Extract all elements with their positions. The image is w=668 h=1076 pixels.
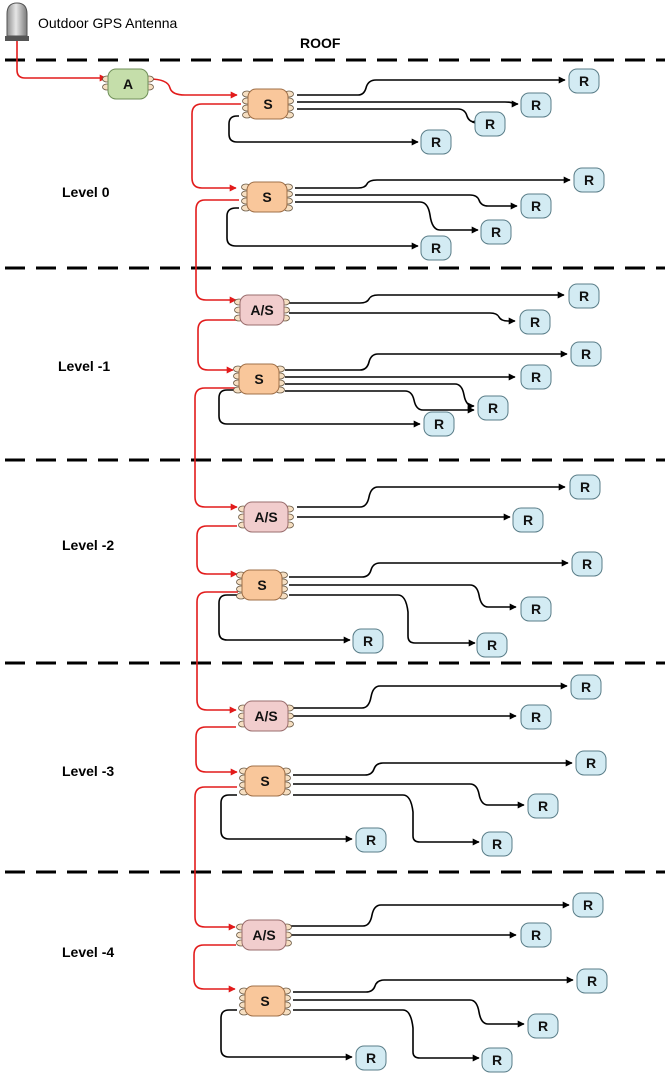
receiver-node: R	[520, 92, 552, 118]
receiver-node: R	[527, 793, 559, 819]
receiver-node-label: R	[538, 1018, 548, 1034]
receiver-node-label: R	[434, 416, 444, 432]
receiver-node-label: R	[530, 314, 540, 330]
receiver-node-label: R	[531, 369, 541, 385]
receiver-node: R	[481, 831, 513, 857]
receiver-node: R	[568, 283, 600, 309]
level-label: Level -4	[62, 944, 114, 960]
level-label: Level -1	[58, 358, 110, 374]
receiver-node: R	[568, 68, 600, 94]
level-label: Level 0	[62, 184, 110, 200]
splitter-node-label: S	[263, 96, 272, 112]
receiver-node: R	[420, 235, 452, 261]
receiver-node-label: R	[531, 198, 541, 214]
receiver-node: R	[571, 551, 603, 577]
receiver-node: R	[423, 411, 455, 437]
receiver-node-label: R	[485, 116, 495, 132]
receiver-node: R	[476, 632, 508, 658]
receiver-node: R	[355, 1045, 387, 1071]
receiver-node: R	[477, 395, 509, 421]
receiver-node-label: R	[488, 400, 498, 416]
amp-splitter-node: A/S	[236, 919, 292, 951]
splitter-node-label: S	[260, 993, 269, 1009]
nodes: A S R R R R S R R R R A/S R R S R R R R A/S R R S R R R R A/S R R S R R R…	[102, 68, 608, 1073]
amplifier-node: A	[102, 68, 154, 100]
receiver-node: R	[573, 167, 605, 193]
receiver-node-label: R	[579, 73, 589, 89]
receiver-node: R	[512, 507, 544, 533]
receiver-node-label: R	[431, 134, 441, 150]
receiver-node: R	[355, 827, 387, 853]
receiver-node-label: R	[583, 897, 593, 913]
splitter-node: S	[233, 363, 285, 395]
distribution-lines	[218, 76, 574, 1062]
amp-splitter-node: A/S	[234, 294, 290, 326]
receiver-node-label: R	[431, 240, 441, 256]
signal-backbone	[16, 41, 241, 993]
receiver-node-label: R	[581, 346, 591, 362]
receiver-node-label: R	[487, 637, 497, 653]
receiver-node: R	[527, 1013, 559, 1039]
splitter-node-label: S	[260, 773, 269, 789]
roof-label: ROOF	[300, 35, 341, 51]
receiver-node-label: R	[492, 1052, 502, 1068]
receiver-node: R	[569, 474, 601, 500]
receiver-node-label: R	[363, 633, 373, 649]
antenna-label: Outdoor GPS Antenna	[38, 15, 178, 31]
receiver-node-label: R	[538, 798, 548, 814]
receiver-node: R	[480, 219, 512, 245]
receiver-node: R	[570, 674, 602, 700]
amp-splitter-node-label: A/S	[250, 302, 273, 318]
splitter-node-label: S	[262, 189, 271, 205]
splitter-node: S	[241, 181, 293, 213]
amp-splitter-node-label: A/S	[252, 927, 275, 943]
receiver-node-label: R	[531, 709, 541, 725]
splitter-node: S	[239, 765, 291, 797]
receiver-node-label: R	[531, 927, 541, 943]
amp-splitter-node-label: A/S	[254, 509, 277, 525]
receiver-node: R	[520, 922, 552, 948]
receiver-node: R	[352, 628, 384, 654]
receiver-node: R	[576, 968, 608, 994]
receiver-node-label: R	[491, 224, 501, 240]
receiver-node: R	[520, 193, 552, 219]
splitter-node: S	[239, 985, 291, 1017]
receiver-node: R	[420, 129, 452, 155]
splitter-node-label: S	[257, 577, 266, 593]
receiver-node-label: R	[531, 601, 541, 617]
receiver-node: R	[572, 892, 604, 918]
receiver-node: R	[520, 364, 552, 390]
receiver-node: R	[575, 750, 607, 776]
receiver-node: R	[520, 704, 552, 730]
amplifier-node-label: A	[123, 76, 133, 92]
amp-splitter-node: A/S	[238, 700, 294, 732]
receiver-node-label: R	[366, 1050, 376, 1066]
receiver-node-label: R	[579, 288, 589, 304]
amp-splitter-node-label: A/S	[254, 708, 277, 724]
splitter-node: S	[242, 88, 294, 120]
amp-splitter-node: A/S	[238, 501, 294, 533]
splitter-node: S	[236, 569, 288, 601]
receiver-node: R	[474, 111, 506, 137]
receiver-node-label: R	[531, 97, 541, 113]
level-label: Level -2	[62, 537, 114, 553]
receiver-node: R	[481, 1047, 513, 1073]
receiver-node-label: R	[492, 836, 502, 852]
gps-antenna-icon	[5, 2, 29, 41]
receiver-node-label: R	[366, 832, 376, 848]
receiver-node-label: R	[587, 973, 597, 989]
receiver-node: R	[520, 596, 552, 622]
receiver-node-label: R	[584, 172, 594, 188]
receiver-node: R	[570, 341, 602, 367]
receiver-node-label: R	[586, 755, 596, 771]
receiver-node-label: R	[523, 512, 533, 528]
level-label: Level -3	[62, 763, 114, 779]
floor-separators	[5, 58, 665, 874]
receiver-node-label: R	[580, 479, 590, 495]
receiver-node-label: R	[581, 679, 591, 695]
receiver-node: R	[519, 309, 551, 335]
splitter-node-label: S	[254, 371, 263, 387]
receiver-node-label: R	[582, 556, 592, 572]
